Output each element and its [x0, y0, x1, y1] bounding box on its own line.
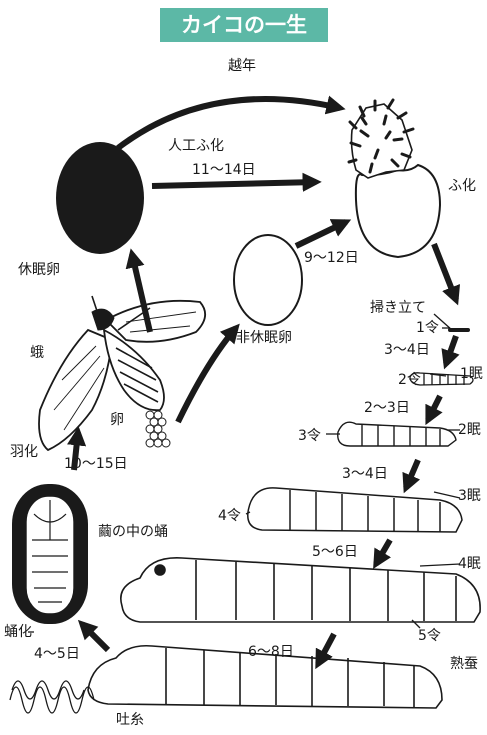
cocoon-illustration	[12, 484, 88, 624]
label-molt4: 4眠	[458, 556, 481, 572]
arrow-larva-4	[376, 540, 390, 564]
label-instar2: 2令	[398, 372, 421, 388]
label-overwinter: 越年	[228, 58, 256, 74]
label-molt1: 1眠	[460, 366, 483, 382]
label-days-1: 3〜4日	[384, 342, 430, 358]
label-artificial-days: 11〜14日	[192, 162, 256, 178]
non-diapause-egg-illustration	[234, 235, 302, 325]
diapause-egg-illustration	[56, 142, 144, 254]
label-mature: 熟蚕	[450, 656, 478, 672]
label-instar3: 3令	[298, 428, 321, 444]
label-pupation: 蛹化	[4, 624, 32, 640]
arrow-non-diapause-to-hatch	[296, 222, 346, 246]
label-brushing: 掃き立て	[370, 300, 426, 316]
label-diapause-egg: 休眠卵	[18, 262, 60, 278]
label-instar1: 1令	[416, 320, 439, 336]
label-instar5: 5令	[418, 628, 441, 644]
egg-cluster-illustration	[146, 411, 170, 447]
silk-threads-illustration	[10, 681, 94, 713]
arrow-hatch-to-brushing	[434, 244, 456, 300]
larva-instar3-illustration	[338, 422, 456, 446]
label-hatch-days: 9〜12日	[304, 250, 359, 266]
arrow-egg-to-non-diapause	[178, 328, 236, 422]
arrow-artificial-hatch	[152, 182, 316, 186]
label-moth: 蛾	[30, 345, 44, 361]
label-eclosion-days: 10〜15日	[64, 456, 128, 472]
label-eclosion: 羽化	[10, 444, 38, 460]
arrow-to-cocoon	[82, 624, 108, 650]
hatching-egg-illustration	[349, 100, 440, 257]
arrow-larva-1	[446, 336, 456, 364]
label-molt2: 2眠	[458, 422, 481, 438]
label-days-4: 5〜6日	[312, 544, 358, 560]
arrow-overwinter	[118, 99, 340, 148]
label-days-2: 2〜3日	[364, 400, 410, 416]
label-artificial-hatch: 人工ふ化	[168, 138, 224, 154]
label-egg: 卵	[110, 412, 124, 428]
label-days-5: 6〜8日	[248, 644, 294, 660]
larva-instar5-illustration	[121, 558, 480, 622]
label-pupation-days: 4〜5日	[34, 646, 80, 662]
label-instar4: 4令	[218, 508, 241, 524]
label-molt3: 3眠	[458, 488, 481, 504]
label-non-diapause-egg: 非休眠卵	[236, 330, 292, 346]
label-pupa-in-cocoon: 繭の中の蛹	[98, 524, 168, 540]
arrow-larva-3	[406, 460, 418, 488]
label-days-3: 3〜4日	[342, 466, 388, 482]
label-hatch: ふ化	[448, 178, 476, 194]
larva-instar4-illustration	[248, 488, 462, 532]
arrow-larva-2	[428, 396, 440, 420]
label-spinning: 吐糸	[116, 712, 144, 728]
